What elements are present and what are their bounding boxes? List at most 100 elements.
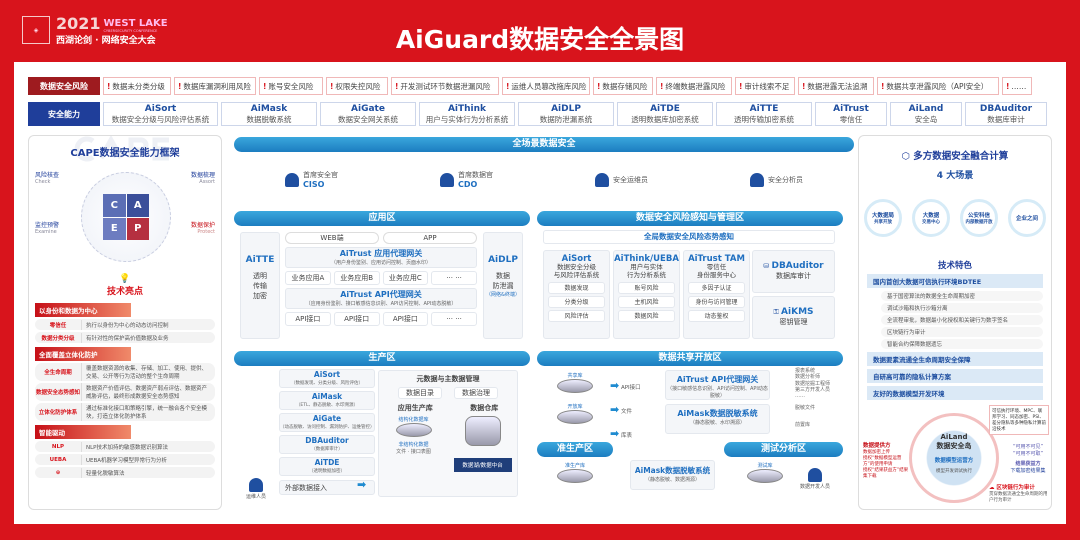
share-aimask: AiMask数据脱敏系统（静态脱敏、水印溯源）: [665, 404, 770, 434]
logo-conference: CYBERSECURITY CONFERENCE: [103, 29, 158, 33]
bulb-icon: 💡: [119, 274, 131, 284]
highlight-value: 数据资产价值评估、数据资产弱点评估、数据资产威胁评估，最终形成数据安全态势感知: [81, 383, 215, 401]
risk-col-item: 主机风险: [618, 295, 675, 308]
highlight-row: ⊕轻量化脱敏算法: [35, 467, 215, 478]
risk-item: !数据未分类分级: [103, 77, 171, 95]
feature: 数据要素流通全生命周期安全保障: [867, 352, 1043, 366]
scene-3: 企业之间: [1008, 199, 1046, 237]
data-warehouse-label: 数据仓库: [470, 404, 499, 412]
risk-col-item: 账号风险: [618, 281, 675, 294]
scene-1: 大数据交易中心: [912, 199, 950, 237]
highlight-key: 数据分类分级: [41, 335, 75, 342]
risk-text: 权限失控风险: [335, 81, 381, 91]
capability-desc: 用户与实体行为分析系统: [425, 114, 509, 124]
feature-sub: 区块链行为审计: [881, 327, 1043, 337]
data-catalog: 数据目录: [398, 387, 442, 399]
pre-aimask: AiMask数据脱敏系统（静态脱敏、数据溯源）: [630, 460, 715, 490]
risk-col-desc: 数据安全分级 与风险评估系统: [553, 263, 600, 279]
scene-2: 公安科信内部数据开放: [960, 199, 998, 237]
front-library: 前置库: [795, 422, 811, 428]
capability-desc: 数据安全分级与风险评估系统: [111, 114, 210, 124]
prod-tool-desc: （动态脱敏、访问控制、漏洞防护、运维管控）: [280, 425, 375, 430]
prod-tool-desc: （透明数据加密）: [309, 469, 345, 474]
scenes-title: 4 大场景: [936, 171, 974, 181]
business-app: 业务应用C: [382, 271, 429, 285]
capability-desc: 透明数据库加密系统: [631, 114, 699, 124]
cape-watermark: [74, 136, 169, 162]
highlight-group-title: 智能驱动: [35, 425, 131, 439]
database-icon: [395, 423, 432, 437]
risk-col-desc: 用户与实体 行为分析系统: [627, 263, 666, 279]
api-interface: ··· ···: [431, 312, 477, 326]
highlight-key: NLP: [51, 443, 65, 450]
role-title: 安全运维员: [613, 175, 648, 184]
prod-tool: DBAuditor（数据库审计）: [279, 435, 375, 454]
risk-text: 数据库漏洞利用风险: [183, 81, 251, 91]
highlight-key: 立体化防护体系: [38, 410, 78, 416]
result-user: “可用不可见”“可用不可取”结果获益方下载加密结果集: [1010, 444, 1046, 474]
risk-col-name: AiSort: [561, 254, 592, 264]
risk-col-name: AiThink/UEBA: [614, 254, 679, 264]
risk-text: ……: [1011, 81, 1027, 91]
warehouse-icon: [464, 416, 501, 446]
feature-sub: 基于国密算法的数据全生命周期加密: [881, 291, 1043, 301]
highlight-row: 数据分类分级有针对性的保护高价值数据及业务: [35, 332, 215, 343]
risk-col-desc: 零信任 身份服务中心: [697, 263, 736, 279]
highlight-value: 轻量化脱敏算法: [81, 467, 215, 478]
risk-item: !权限失控风险: [326, 77, 388, 95]
alert-icon: !: [178, 81, 182, 91]
capability-name: AiMask: [250, 104, 288, 114]
prod-tool-name: DBAuditor: [305, 436, 349, 445]
share-zone-bar: 数据共享开放区: [537, 351, 843, 366]
test-zone-bar: 测试分析区: [724, 442, 843, 457]
tech-note: 可信执行环境、MPC、联邦学习、同态加密、PSI、差分隐私等多种隐私计算前沿技术: [989, 405, 1049, 435]
highlight-value: NLP技术加持的敏感数据识别算法: [81, 441, 215, 452]
prod-tool-name: AiTDE: [314, 458, 340, 467]
capability-name: AiDLP: [551, 104, 581, 114]
risk-item: !数据共享泄露风险（API安全）: [877, 77, 999, 95]
logo-cn-name: 西湖论剑 · 网络安全大会: [56, 36, 156, 46]
role-abbr: CISO: [303, 180, 325, 189]
key-icon: ⚿: [773, 308, 782, 316]
highlight-value: 通过标准化接口和策略引擎，统一融合各个安全模块，打造立体化防护体系: [81, 403, 215, 421]
page-title: AiGuard数据安全全景图: [395, 25, 685, 54]
app-production-db-label: 应用生产库: [397, 404, 433, 412]
production-zone-bar: 生产区: [234, 351, 530, 366]
scenes: 大数据局共享开放大数据交易中心公安科信内部数据开放企业之间: [859, 199, 1051, 237]
person-icon: [285, 172, 299, 187]
highlight-key: 零信任: [49, 322, 67, 329]
capability-name: AiLand: [908, 104, 944, 114]
highlight-row: 零信任 执行以身份为中心的动态访问控制: [35, 319, 215, 330]
pre-production-db: 准生产库: [545, 462, 605, 483]
highlight-groups: 以身份和数据为中心零信任执行以身份为中心的动态访问控制数据分类分级有针对性的保护…: [29, 297, 221, 482]
prod-tool: AiGate（动态脱敏、访问控制、漏洞防护、运维管控）: [279, 413, 375, 432]
risk-text: 数据共享泄露风险（API安全）: [886, 81, 989, 91]
capability-desc: 数据脱敏系统: [246, 114, 292, 124]
highlight-value: 覆盖数据资源的收集、存储、加工、使用、提供、交易、公开等行为活动的整个生命周期: [81, 363, 215, 381]
features-title: 技术特色: [937, 261, 972, 271]
capability-name: AiSort: [144, 104, 177, 114]
capability-name: AiGate: [351, 104, 385, 114]
pre-production-zone-bar: 准生产区: [537, 442, 613, 457]
feature-sub: 全流程审批，数据最小化授权和关键行为数字签名: [881, 315, 1043, 325]
highlight-value: 执行以身份为中心的动态访问控制: [81, 319, 215, 330]
database-icon: ⛁: [763, 262, 772, 270]
fusion-panel: ⬡ 多方数据安全融合计算 4 大场景 大数据局共享开放大数据交易中心公安科信内部…: [858, 135, 1052, 510]
data-provider: 数据提供方数据加密上传授权“数据模型运营方”的使用申请授权“结果获益方”结果集下…: [863, 443, 909, 479]
data-developer: 数据开发人员: [800, 468, 830, 490]
risk-row: 数据安全风险 !数据未分类分级!数据库漏洞利用风险!账号安全风险!权限失控风险!…: [28, 77, 1032, 95]
